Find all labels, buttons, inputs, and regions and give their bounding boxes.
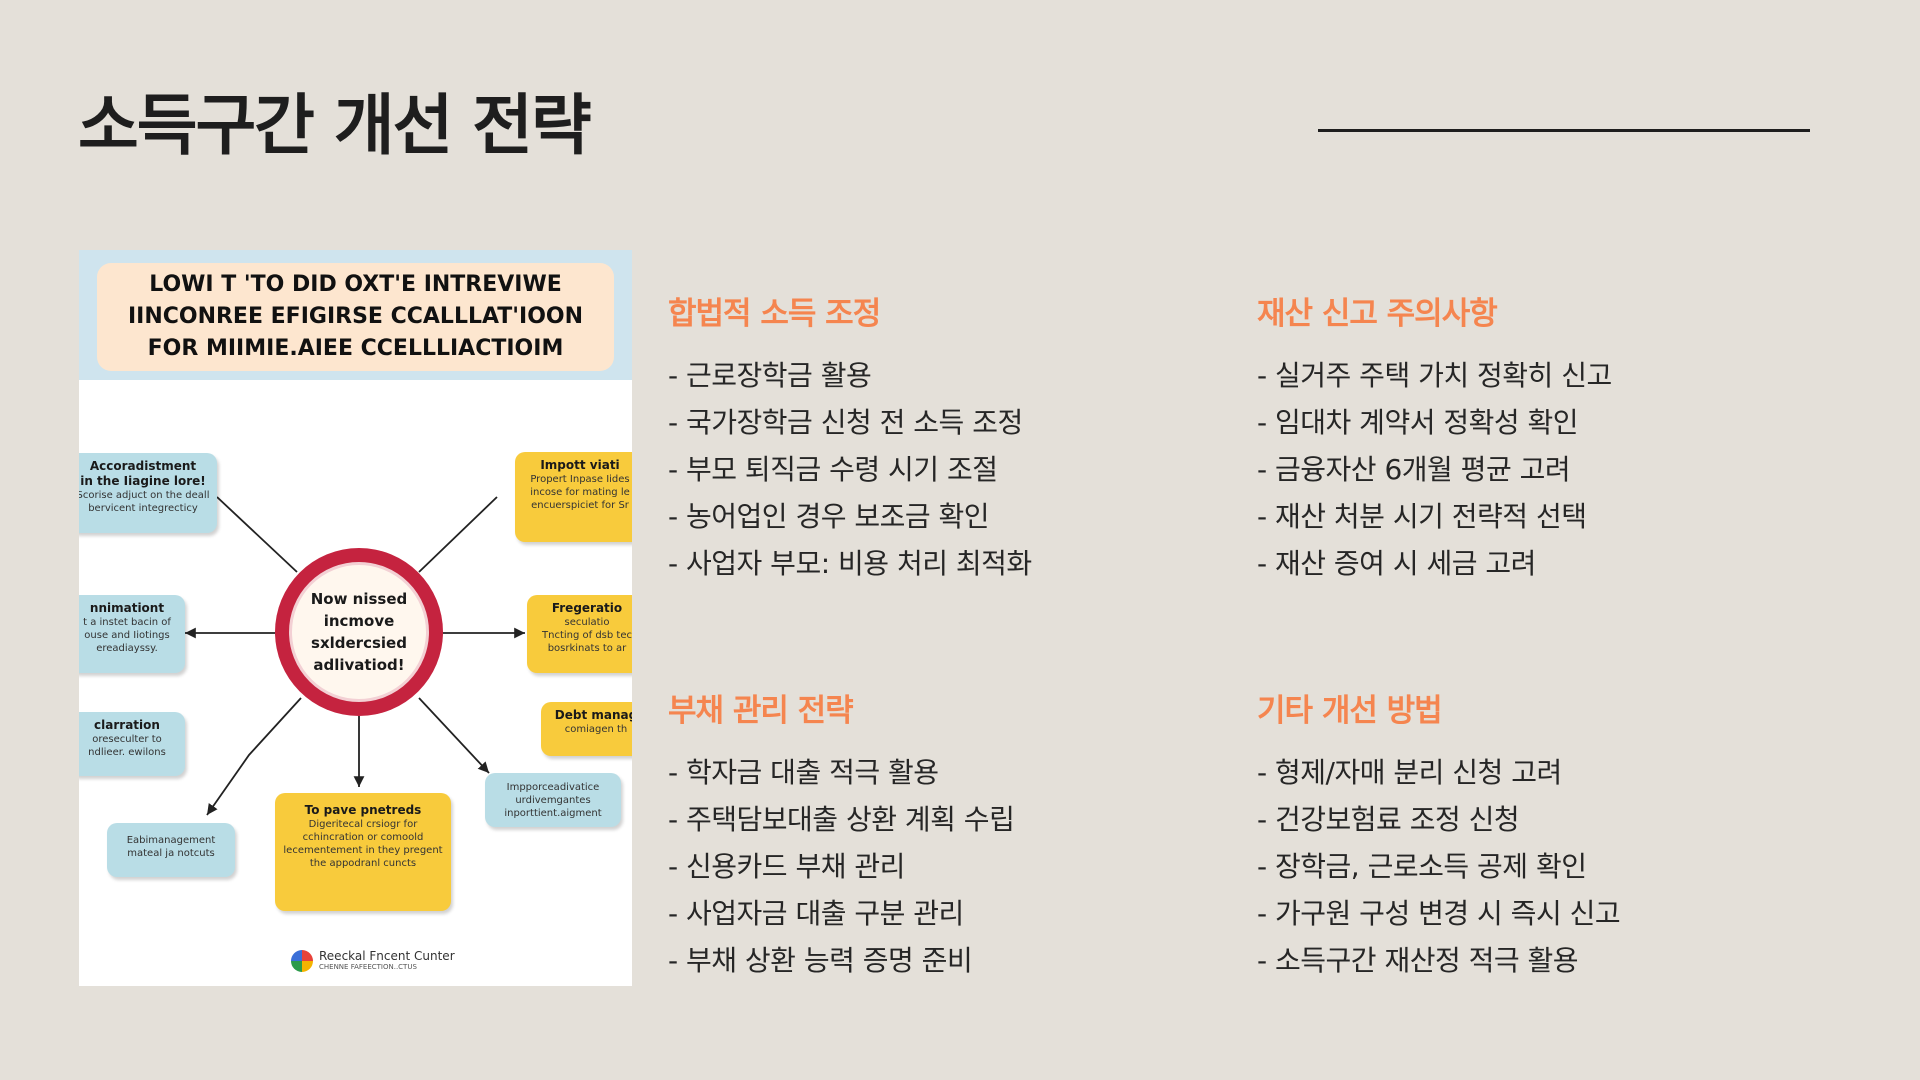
infographic-header-band: LOWI T 'TO DID OXT'E INTREVIWE IINCONREE…	[79, 250, 632, 380]
hub-inner: Now nissed incmove sxldercsied adlivatio…	[289, 562, 429, 702]
card-text: comiagen th	[564, 724, 628, 735]
list-item: - 가구원 구성 변경 시 즉시 신고	[1257, 897, 1621, 930]
list-item: - 건강보험료 조정 신청	[1257, 803, 1520, 836]
connector-lines	[185, 496, 525, 816]
card-text: ereadiayssy.	[96, 643, 158, 654]
card-text: t a instet bacin of	[83, 617, 171, 628]
list-item: - 재산 증여 시 세금 고려	[1257, 547, 1536, 580]
section-list: - 형제/자매 분리 신청 고려 - 건강보험료 조정 신청 - 장학금, 근로…	[1257, 749, 1777, 984]
infographic-card: Debt manag comiagen th	[541, 702, 632, 756]
list-item: - 금융자산 6개월 평균 고려	[1257, 453, 1571, 486]
page-title: 소득구간 개선 전략	[78, 87, 592, 164]
card-text: Digeritecal crsiogr for	[308, 819, 418, 830]
list-item: - 국가장학금 신청 전 소득 조정	[668, 406, 1023, 439]
infographic-image: LOWI T 'TO DID OXT'E INTREVIWE IINCONREE…	[79, 250, 632, 986]
section-list: - 근로장학금 활용 - 국가장학금 신청 전 소득 조정 - 부모 퇴직금 수…	[668, 352, 1188, 587]
section-list: - 학자금 대출 적극 활용 - 주택담보대출 상환 계획 수립 - 신용카드 …	[668, 749, 1188, 984]
card-heading: clarration	[94, 718, 160, 732]
infographic-banner: LOWI T 'TO DID OXT'E INTREVIWE IINCONREE…	[97, 263, 614, 371]
list-item: - 학자금 대출 적극 활용	[668, 756, 939, 789]
footer-text: Reeckal Fncent Cunter CHENNE FAFEECTION.…	[319, 950, 455, 972]
list-item: - 농어업인 경우 보조금 확인	[668, 500, 990, 533]
card-heading: in the Iiagine lore!	[80, 474, 206, 488]
section-heading: 부채 관리 전략	[668, 693, 854, 729]
card-text: ndlieer. ewilons	[88, 747, 166, 758]
section-heading: 합법적 소득 조정	[668, 296, 881, 332]
card-text: seculatio	[564, 617, 610, 628]
section-heading: 재산 신고 주의사항	[1257, 296, 1498, 332]
list-item: - 부모 퇴직금 수령 시기 조절	[668, 453, 998, 486]
section-asset-reporting-notes: 재산 신고 주의사항 - 실거주 주택 가치 정확히 신고 - 임대차 계약서 …	[1257, 294, 1777, 587]
banner-line: LOWI T 'TO DID OXT'E INTREVIWE	[149, 272, 562, 297]
connector-line	[206, 697, 302, 816]
card-text: lecementement in they pregent	[283, 845, 443, 856]
list-item: - 신용카드 부채 관리	[668, 850, 905, 883]
card-text: mateal ja notcuts	[127, 848, 215, 859]
section-list: - 실거주 주택 가치 정확히 신고 - 임대차 계약서 정확성 확인 - 금융…	[1257, 352, 1777, 587]
list-item: - 주택담보대출 상환 계획 수립	[668, 803, 1015, 836]
list-item: - 부채 상환 능력 증명 준비	[668, 944, 973, 977]
infographic-footer: Reeckal Fncent Cunter CHENNE FAFEECTION.…	[291, 950, 455, 972]
hub-text: sxldercsied	[311, 634, 407, 652]
card-text: Tncting of dsb tec	[542, 630, 632, 641]
card-heading: Impott viati	[540, 458, 620, 472]
card-heading: Accoradistment	[89, 459, 197, 473]
title-divider	[1318, 129, 1810, 132]
list-item: - 재산 처분 시기 전략적 선택	[1257, 500, 1587, 533]
list-item: - 사업자 부모: 비용 처리 최적화	[668, 547, 1032, 580]
infographic-hub-circle: Now nissed incmove sxldercsied adlivatio…	[275, 548, 443, 716]
hub-text: incmove	[323, 612, 395, 630]
infographic-card: nnimationt t a instet bacin of ouse and …	[79, 595, 185, 673]
card-text: Scorise adjuct on the deall	[79, 490, 210, 501]
card-text: Impporceadivatice	[506, 782, 600, 793]
list-item: - 장학금, 근로소득 공제 확인	[1257, 850, 1587, 883]
section-legal-income-adjustment: 합법적 소득 조정 - 근로장학금 활용 - 국가장학금 신청 전 소득 조정 …	[668, 294, 1188, 587]
infographic-card: Impott viati Propert Inpase Iides incose…	[515, 452, 632, 542]
section-other-methods: 기타 개선 방법 - 형제/자매 분리 신청 고려 - 건강보험료 조정 신청 …	[1257, 691, 1777, 984]
card-text: urdivemgantes	[515, 795, 591, 806]
infographic-card: Impporceadivatice urdivemgantes inportti…	[485, 773, 621, 827]
card-text: bosrkinats to ar	[547, 643, 627, 654]
hub-text: Now nissed	[310, 590, 408, 608]
card-text: the appodranl cuncts	[309, 858, 417, 869]
card-text: Propert Inpase Iides	[530, 474, 630, 485]
card-heading: Fregeratio	[551, 601, 623, 615]
connector-line	[216, 496, 298, 573]
footer-logo-icon	[291, 950, 313, 972]
list-item: - 소득구간 재산정 적극 활용	[1257, 944, 1579, 977]
footer-sub: CHENNE FAFEECTION..CTUS	[319, 963, 417, 971]
hub-text: adlivatiod!	[313, 656, 405, 674]
section-debt-management: 부채 관리 전략 - 학자금 대출 적극 활용 - 주택담보대출 상환 계획 수…	[668, 691, 1188, 984]
card-text: bervicent integrecticy	[88, 503, 198, 514]
card-text: incose for mating le	[530, 487, 630, 498]
infographic-card: Fregeratio seculatio Tncting of dsb tec …	[527, 595, 632, 673]
connector-line	[418, 697, 490, 774]
card-text: ouse and Iiotings	[84, 630, 170, 641]
list-item: - 사업자금 대출 구분 관리	[668, 897, 964, 930]
infographic-card: To pave pnetreds Digeritecal crsiogr for…	[275, 793, 451, 911]
connector-line	[418, 496, 498, 573]
card-heading: nnimationt	[89, 601, 165, 615]
card-text: cchincration or comoold	[302, 832, 424, 843]
banner-line: FOR MIIMIE.AIEE CCELLLIACTIOIM	[147, 336, 564, 361]
section-heading: 기타 개선 방법	[1257, 693, 1443, 729]
list-item: - 실거주 주택 가치 정확히 신고	[1257, 359, 1612, 392]
infographic-card: Accoradistment in the Iiagine lore! Scor…	[79, 453, 217, 533]
card-heading: Debt manag	[554, 708, 632, 722]
list-item: - 형제/자매 분리 신청 고려	[1257, 756, 1562, 789]
card-text: inporttient.aigment	[504, 808, 602, 819]
card-text: oreseculter to	[92, 734, 162, 745]
card-text: encuerspiciet for Sr	[531, 500, 629, 511]
list-item: - 임대차 계약서 정확성 확인	[1257, 406, 1579, 439]
infographic-card: clarration oreseculter to ndlieer. ewilo…	[79, 712, 185, 776]
infographic-card: Eabimanagement mateal ja notcuts	[107, 823, 235, 877]
card-heading: To pave pnetreds	[304, 803, 422, 817]
footer-name: Reeckal Fncent Cunter	[319, 949, 455, 963]
card-text: Eabimanagement	[126, 835, 216, 846]
banner-line: IINCONREE EFIGIRSE CCALLLAT'IOON	[127, 304, 584, 329]
list-item: - 근로장학금 활용	[668, 359, 872, 392]
